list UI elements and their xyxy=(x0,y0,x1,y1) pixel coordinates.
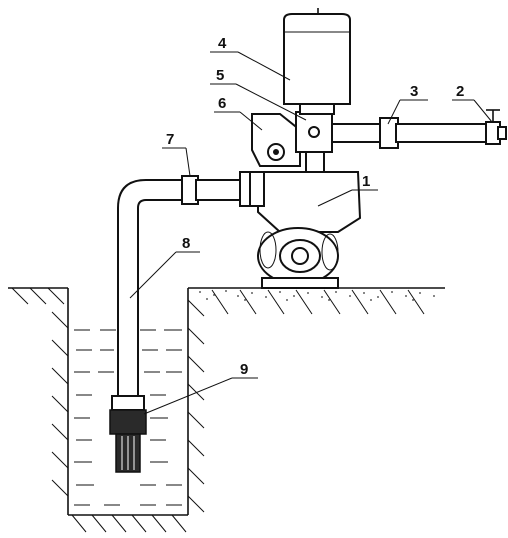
discharge-pipe xyxy=(331,117,489,149)
water xyxy=(74,329,182,506)
pressure-switch xyxy=(251,113,301,167)
suction-pipe xyxy=(117,179,197,401)
callout-1: 1 xyxy=(362,173,370,190)
callout-8: 8 xyxy=(182,235,190,252)
pipe-union xyxy=(181,171,261,207)
callout-9: 9 xyxy=(240,361,248,378)
pressure-tank xyxy=(283,8,351,115)
ground-hatching-right xyxy=(187,289,425,513)
callout-5: 5 xyxy=(216,67,224,84)
callout-7: 7 xyxy=(166,131,174,148)
callout-3: 3 xyxy=(410,83,418,100)
pump-body xyxy=(249,171,362,289)
callout-6: 6 xyxy=(218,95,226,112)
foot-valve xyxy=(109,395,147,473)
callout-4: 4 xyxy=(218,35,227,52)
callout-2: 2 xyxy=(456,83,464,100)
ground-hatching-bottom xyxy=(71,514,187,533)
concrete-texture xyxy=(199,290,435,301)
gate-valve xyxy=(485,109,507,145)
leader-lines xyxy=(129,51,493,415)
five-way-connector xyxy=(295,111,333,173)
well-shaft xyxy=(8,287,445,516)
ground-hatching-left xyxy=(11,287,69,497)
